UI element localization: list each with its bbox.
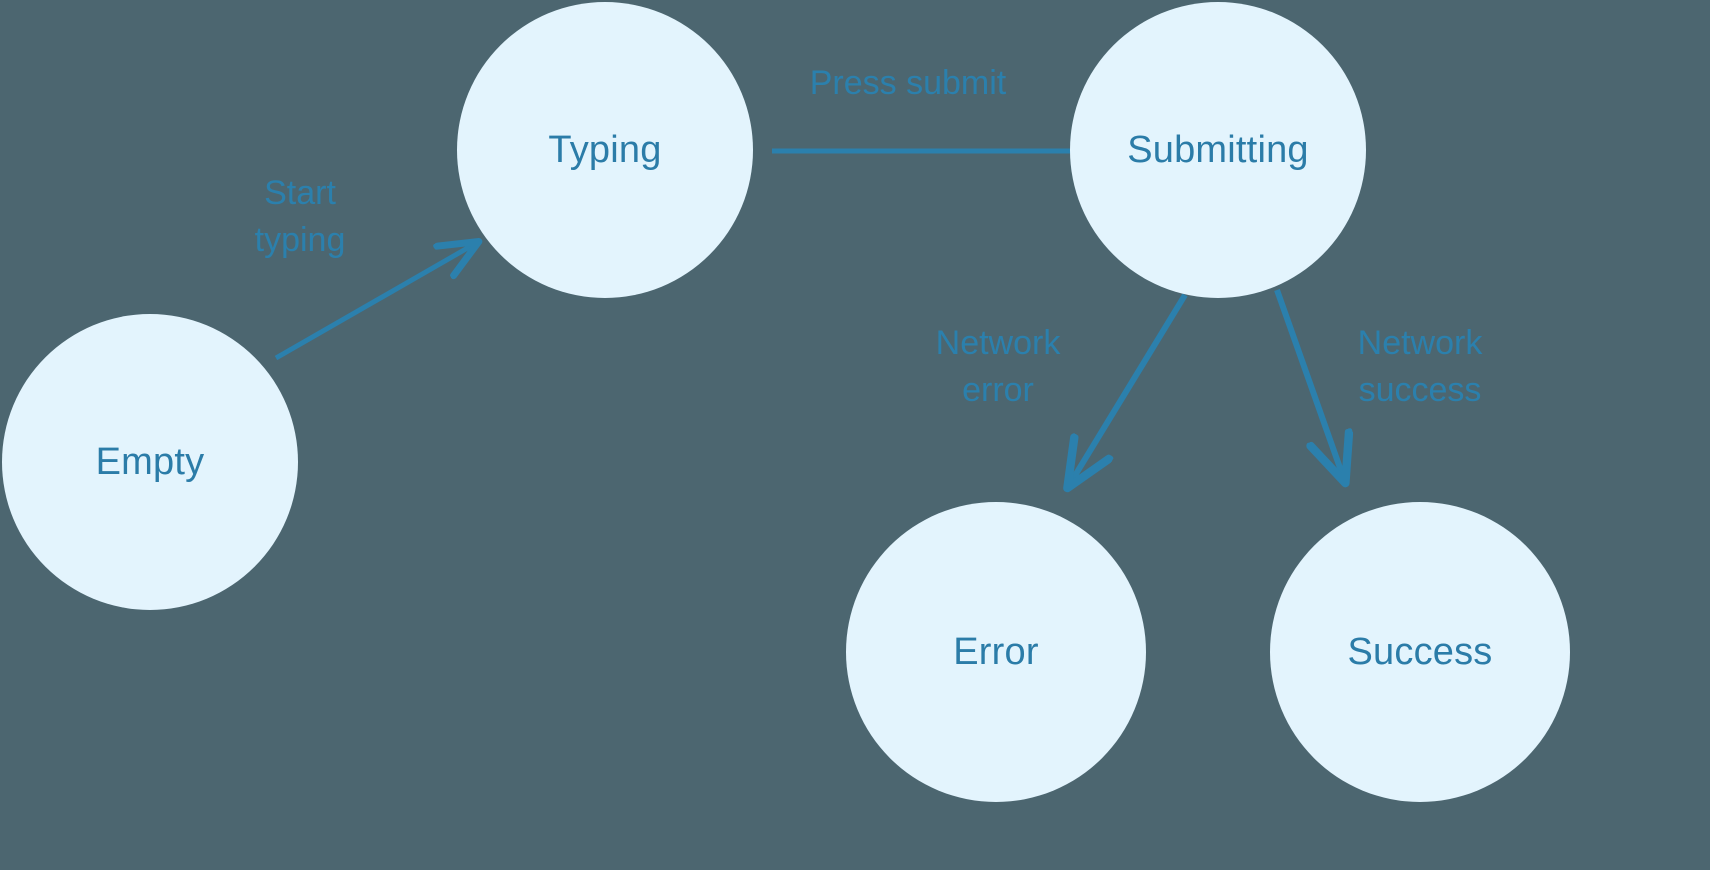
state-node-submitting[interactable]: Submitting [1070,2,1366,298]
edge-empty-to-typing [274,242,478,361]
state-node-label: Success [1347,631,1493,673]
state-node-label: Empty [95,441,205,483]
state-node-success[interactable]: Success [1270,502,1570,802]
state-node-typing[interactable]: Typing [457,2,753,298]
edge-submitting-to-error [1068,293,1188,487]
edge-submitting-to-success [1274,288,1345,482]
state-node-error[interactable]: Error [846,502,1146,802]
state-node-label: Error [953,631,1039,673]
state-node-label: Typing [548,129,662,171]
state-node-label: Submitting [1127,129,1309,171]
state-node-empty[interactable]: Empty [2,314,298,610]
